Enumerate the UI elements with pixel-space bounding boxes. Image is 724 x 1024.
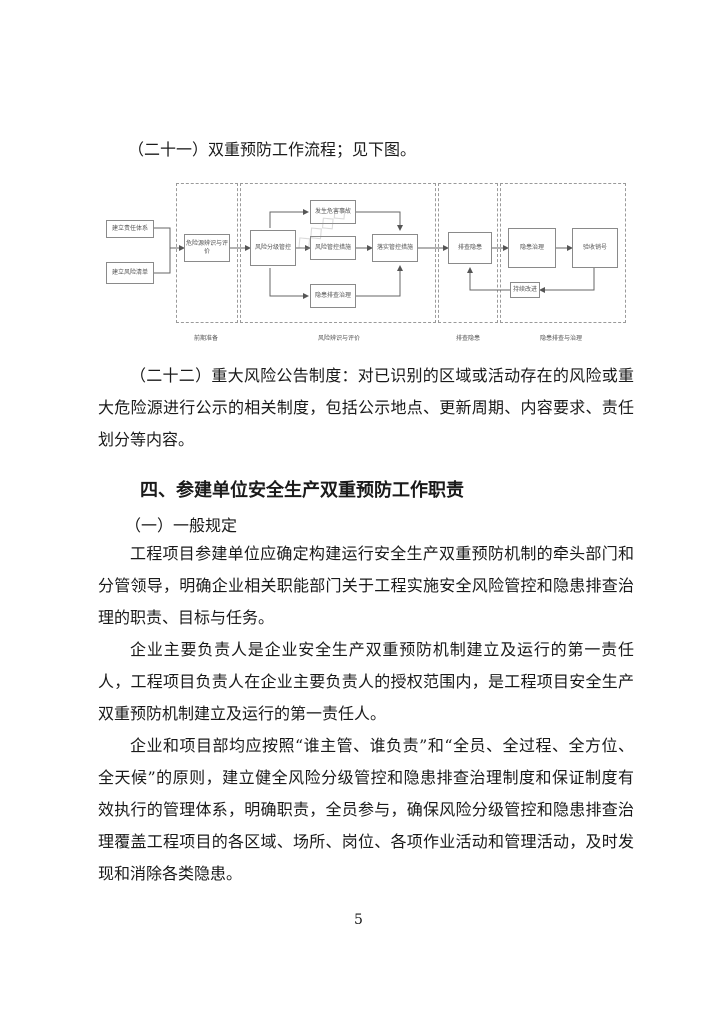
- stage-label-prep: 前期准备: [194, 335, 219, 342]
- section-21-line: （二十一）双重预防工作流程；见下图。: [128, 140, 417, 159]
- page-number: 5: [354, 912, 363, 928]
- box-continuous-improvement: 持续改进: [510, 282, 540, 298]
- box-hazard-identification: 危险源辨识与评价: [184, 234, 230, 262]
- stage-label-risk: 风险辨识与评价: [318, 335, 361, 342]
- box-risk-list: 建立风险清单: [106, 262, 154, 284]
- flowchart: 建立责任体系 建立风险清单 危险源辨识与评价 风险分级管控 发生危害事故 风险管…: [100, 178, 630, 348]
- stage-frame-risk: [240, 183, 436, 323]
- stage-frame-govern: [500, 183, 626, 323]
- paragraph-2: 企业主要负责人是企业安全生产双重预防机制建立及运行的第一责任人，工程项目负责人在…: [98, 640, 634, 723]
- box-hazard-treatment: 隐患治理: [508, 228, 556, 268]
- stage-frame-check: [438, 183, 498, 323]
- section-4-heading: 四、参建单位安全生产双重预防工作职责: [140, 480, 464, 501]
- box-hidden-danger: 隐患排查治理: [310, 284, 356, 308]
- box-accident: 发生危害事故: [310, 200, 356, 224]
- flow-arrows: [154, 209, 595, 299]
- box-control-measures: 风险管控措施: [310, 236, 356, 260]
- paragraph-1: 工程项目参建单位应确定构建运行安全生产双重预防机制的牵头部门和分管领导，明确企业…: [98, 544, 634, 627]
- box-check-hazards: 排查隐患: [448, 232, 492, 264]
- stage-frame-prep: [176, 183, 238, 323]
- paragraph-3: 企业和项目部均应按照“谁主管、谁负责”和“全员、全过程、全方位、全天候”的原则，…: [98, 736, 634, 883]
- box-acceptance: 验收销号: [572, 228, 618, 268]
- box-responsibility-system: 建立责任体系: [106, 220, 154, 238]
- stage-label-check: 排查隐患: [456, 335, 481, 342]
- section-22-paragraph: （二十二）重大风险公告制度：对已识别的区域或活动存在的风险或重大危险源进行公示的…: [98, 366, 634, 449]
- box-risk-grading: 风险分级管控: [250, 230, 296, 266]
- stage-label-govern: 隐患排查与治理: [540, 335, 583, 342]
- box-implement-measures: 落实管控措施: [372, 234, 418, 262]
- subsection-1-title: （一）一般规定: [125, 516, 238, 535]
